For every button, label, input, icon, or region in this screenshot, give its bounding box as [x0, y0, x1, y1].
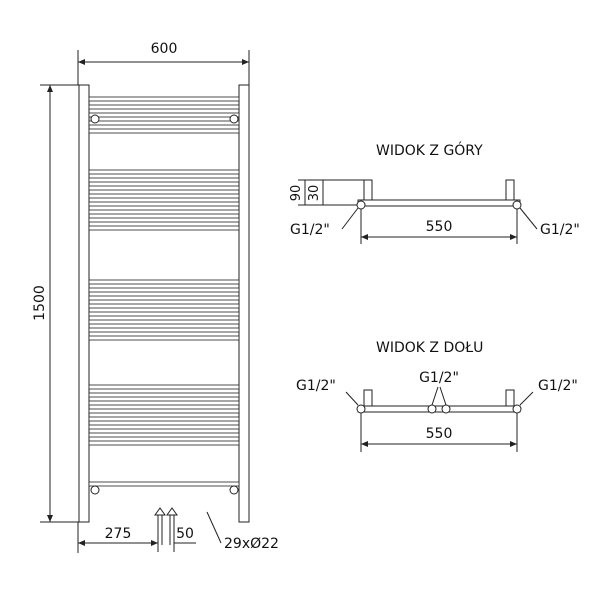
tube-27 — [88, 432, 240, 438]
top-bar — [357, 199, 521, 207]
tube-11 — [88, 217, 240, 223]
tube-25 — [88, 416, 240, 422]
mount-hole-top-right — [229, 114, 239, 124]
tube-10 — [88, 209, 240, 215]
tube-9 — [88, 201, 240, 207]
tube-8 — [88, 193, 240, 199]
tube-3 — [88, 120, 240, 126]
arrow-left — [78, 59, 85, 65]
bracket-right — [505, 389, 515, 409]
bracket-left — [363, 389, 373, 409]
tube-6 — [88, 177, 240, 183]
left-rail — [78, 84, 90, 523]
offset-label: 275 — [105, 526, 132, 542]
tube-5 — [88, 169, 240, 175]
right-rail — [238, 84, 250, 523]
port-center-right — [441, 404, 451, 414]
tube-15 — [88, 295, 240, 301]
bottom-thread-right: G1/2" — [538, 378, 578, 394]
mount-hole-bottom-right — [229, 485, 239, 495]
port-left — [356, 200, 366, 210]
tube-14 — [88, 287, 240, 293]
bottom-view: WIDOK Z DOŁU G1/2" G1/2" G1/2" 550 — [296, 340, 578, 452]
tube-bottom — [88, 481, 240, 487]
arrow-up — [47, 85, 53, 92]
top-thread-left: G1/2" — [290, 222, 330, 238]
mount-hole-bottom-left — [90, 485, 100, 495]
bottom-thread-center: G1/2" — [419, 370, 459, 386]
tubes-label: 29xØ22 — [224, 536, 279, 552]
depth-label: 90 — [289, 185, 304, 202]
bottom-bar — [357, 405, 521, 413]
top-view-title: WIDOK Z GÓRY — [376, 141, 483, 159]
tube-18 — [88, 319, 240, 325]
tube-24 — [88, 408, 240, 414]
tube-4 — [88, 128, 240, 134]
tube-28 — [88, 440, 240, 446]
offset-30-label: 30 — [307, 185, 322, 202]
front-view: 600 1500 275 5 — [32, 41, 279, 553]
port-center-left — [427, 404, 437, 414]
tube-17 — [88, 311, 240, 317]
mount-hole-top-left — [90, 114, 100, 124]
bottom-connectors — [154, 507, 178, 552]
tube-20 — [88, 335, 240, 341]
port-right — [512, 404, 522, 414]
bottom-thread-left: G1/2" — [296, 378, 336, 394]
tube-26 — [88, 424, 240, 430]
tube-21 — [88, 384, 240, 390]
top-view: WIDOK Z GÓRY 90 30 550 G1/2" G1/2" — [289, 141, 580, 244]
horizontal-tubes — [88, 96, 240, 487]
bracket-left — [363, 179, 373, 201]
tube-1 — [88, 104, 240, 110]
port-left — [356, 404, 366, 414]
tube-12 — [88, 225, 240, 231]
bottom-span-label: 550 — [426, 426, 453, 442]
port-right — [512, 200, 522, 210]
tube-2 — [88, 112, 240, 118]
tube-19 — [88, 327, 240, 333]
top-span-label: 550 — [426, 219, 453, 235]
bottom-view-title: WIDOK Z DOŁU — [376, 340, 483, 356]
tube-13 — [88, 279, 240, 285]
tubes-leader-line — [206, 511, 222, 544]
tube-0 — [88, 96, 240, 102]
tube-7 — [88, 185, 240, 191]
spacing-label: 50 — [176, 526, 194, 542]
top-thread-right: G1/2" — [540, 222, 580, 238]
width-label: 600 — [151, 41, 178, 57]
height-label: 1500 — [32, 285, 48, 321]
arrow-right — [242, 59, 249, 65]
bracket-right — [505, 179, 515, 201]
arrow-down — [47, 515, 53, 522]
tube-16 — [88, 303, 240, 309]
tube-23 — [88, 400, 240, 406]
tube-22 — [88, 392, 240, 398]
